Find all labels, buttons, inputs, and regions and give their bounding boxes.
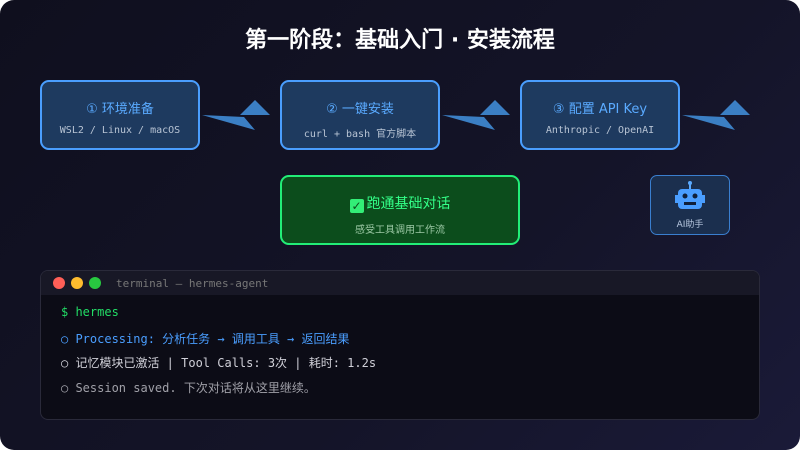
page-title: 第一阶段：基础入门 · 安装流程 — [245, 28, 555, 53]
step-subtitle: curl + bash 官方脚本 — [303, 129, 417, 140]
checkmark-icon: ✓ — [349, 199, 364, 213]
minimize-button[interactable] — [71, 277, 83, 289]
robot-icon — [675, 181, 705, 209]
terminal-line: ○ Session saved. 下次对话将从这里继续。 — [61, 381, 316, 395]
terminal-window: terminal — hermes-agent $ hermes ○ Proce… — [40, 270, 760, 420]
goal-title: 跑通基础对话 — [366, 196, 451, 212]
arrow-icon — [202, 100, 270, 130]
step-subtitle: Anthropic / OpenAI — [545, 125, 655, 136]
goal-subtitle: 感受工具调用工作流 — [355, 225, 445, 236]
step-card-env: ① 环境准备 WSL2 / Linux / macOS — [40, 80, 200, 150]
terminal-title: terminal — hermes-agent — [116, 277, 269, 290]
terminal-line: $ hermes — [61, 305, 119, 319]
step-title: ③ 配置 API Key — [552, 102, 648, 117]
ai-assistant-badge: AI助手 — [650, 175, 730, 235]
step-card-install: ② 一键安装 curl + bash 官方脚本 — [280, 80, 440, 150]
step-title: ② 一键安装 — [326, 102, 394, 117]
terminal-titlebar: terminal — hermes-agent — [41, 271, 759, 295]
assistant-label: AI助手 — [676, 220, 704, 230]
close-button[interactable] — [53, 277, 65, 289]
arrow-icon — [442, 100, 510, 130]
terminal-line: ○ 记忆模块已激活 | Tool Calls: 3次 | 耗时: 1.2s — [61, 356, 377, 370]
arrow-icon — [682, 100, 750, 130]
step-title: ① 环境准备 — [86, 102, 154, 117]
goal-card: ✓跑通基础对话 感受工具调用工作流 — [280, 175, 520, 245]
maximize-button[interactable] — [89, 277, 101, 289]
step-card-config: ③ 配置 API Key Anthropic / OpenAI — [520, 80, 680, 150]
step-subtitle: WSL2 / Linux / macOS — [59, 125, 181, 136]
terminal-line: ○ Processing: 分析任务 → 调用工具 → 返回结果 — [61, 332, 350, 346]
